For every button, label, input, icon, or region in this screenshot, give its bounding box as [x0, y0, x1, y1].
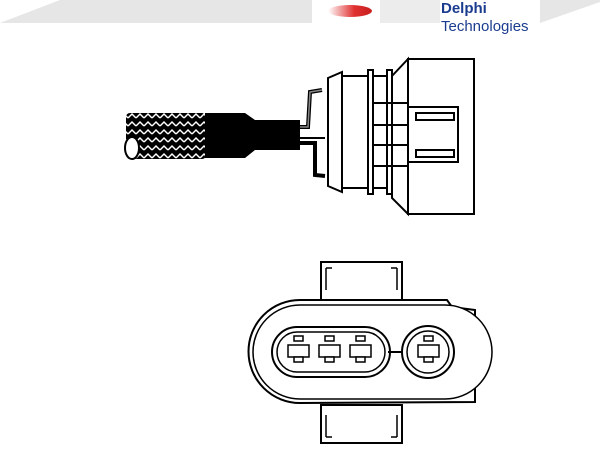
brand-name: Delphi: [441, 0, 487, 17]
pin-icons: [287, 335, 440, 363]
braided-cable-icon: [124, 113, 300, 160]
brand-subtitle: Technologies: [441, 18, 529, 35]
header-banner: [0, 0, 600, 23]
delphi-badge-icon: [328, 5, 372, 17]
